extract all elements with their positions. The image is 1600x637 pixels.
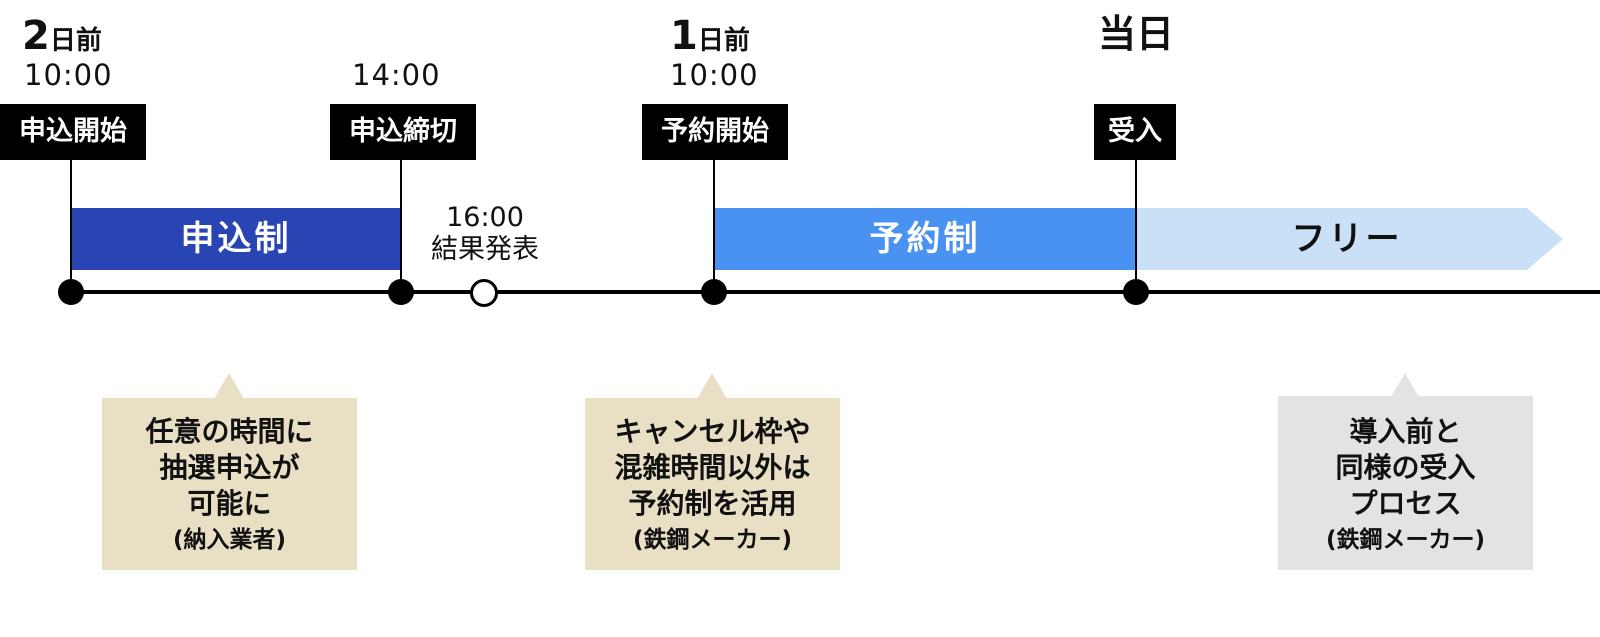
connector-receive	[1135, 160, 1137, 292]
timeline-axis	[70, 290, 1600, 294]
band-free-arrow	[1137, 208, 1563, 270]
band-reservation: 予約制	[715, 208, 1135, 270]
note-free: 導入前と 同様の受入 プロセス (鉄鋼メーカー)	[1278, 396, 1533, 570]
day2-suffix: 日前	[49, 26, 102, 56]
day1-suffix: 日前	[697, 26, 750, 56]
time-apply-close: 14:00	[352, 58, 441, 92]
milestone-apply-start: 申込開始	[0, 104, 146, 160]
note-free-pointer	[1390, 373, 1420, 399]
note-free-line4: (鉄鋼メーカー)	[1325, 527, 1486, 553]
dot-receive	[1123, 279, 1149, 305]
note-reservation-line1: キャンセル枠や	[614, 415, 811, 448]
note-lottery: 任意の時間に 抽選申込が 可能に (納入業者)	[102, 398, 357, 570]
note-lottery-line3: 可能に	[187, 487, 272, 520]
dot-result	[470, 279, 498, 307]
dot-reserve-start	[701, 279, 727, 305]
note-reservation-line3: 予約制を活用	[628, 487, 797, 520]
note-reservation-line2: 混雑時間以外は	[614, 451, 811, 484]
time-reserve-start: 10:00	[670, 58, 759, 92]
dot-apply-start	[58, 279, 84, 305]
connector-apply-close	[400, 160, 402, 292]
note-reservation-line4: (鉄鋼メーカー)	[632, 527, 793, 553]
milestone-apply-close: 申込締切	[330, 104, 476, 160]
note-lottery-pointer	[214, 373, 244, 399]
time-apply-start: 10:00	[24, 58, 113, 92]
result-announcement: 16:00 結果発表	[410, 202, 560, 266]
band-free: フリー	[1291, 219, 1403, 259]
note-reservation-pointer	[697, 373, 727, 399]
note-free-line2: 同様の受入	[1335, 451, 1476, 484]
note-lottery-line1: 任意の時間に	[145, 415, 314, 448]
connector-reserve-start	[713, 160, 715, 292]
band-lottery: 申込制	[72, 208, 400, 270]
dot-apply-close	[388, 279, 414, 305]
note-reservation: キャンセル枠や 混雑時間以外は 予約制を活用 (鉄鋼メーカー)	[585, 398, 840, 570]
note-free-line1: 導入前と	[1349, 415, 1462, 448]
day1-header: 1日前	[670, 16, 750, 56]
result-time: 16:00	[446, 202, 524, 233]
note-lottery-line2: 抽選申込が	[159, 451, 300, 484]
day0-header: 当日	[1098, 12, 1175, 56]
result-label: 結果発表	[431, 234, 539, 265]
note-free-line3: プロセス	[1349, 487, 1462, 520]
note-lottery-line4: (納入業者)	[172, 527, 287, 553]
milestone-receive: 受入	[1094, 104, 1176, 160]
connector-apply-start	[70, 160, 72, 292]
day1-number: 1	[670, 13, 698, 59]
day2-header: 2日前	[22, 16, 102, 56]
day2-number: 2	[22, 13, 50, 59]
milestone-reserve-start: 予約開始	[642, 104, 788, 160]
